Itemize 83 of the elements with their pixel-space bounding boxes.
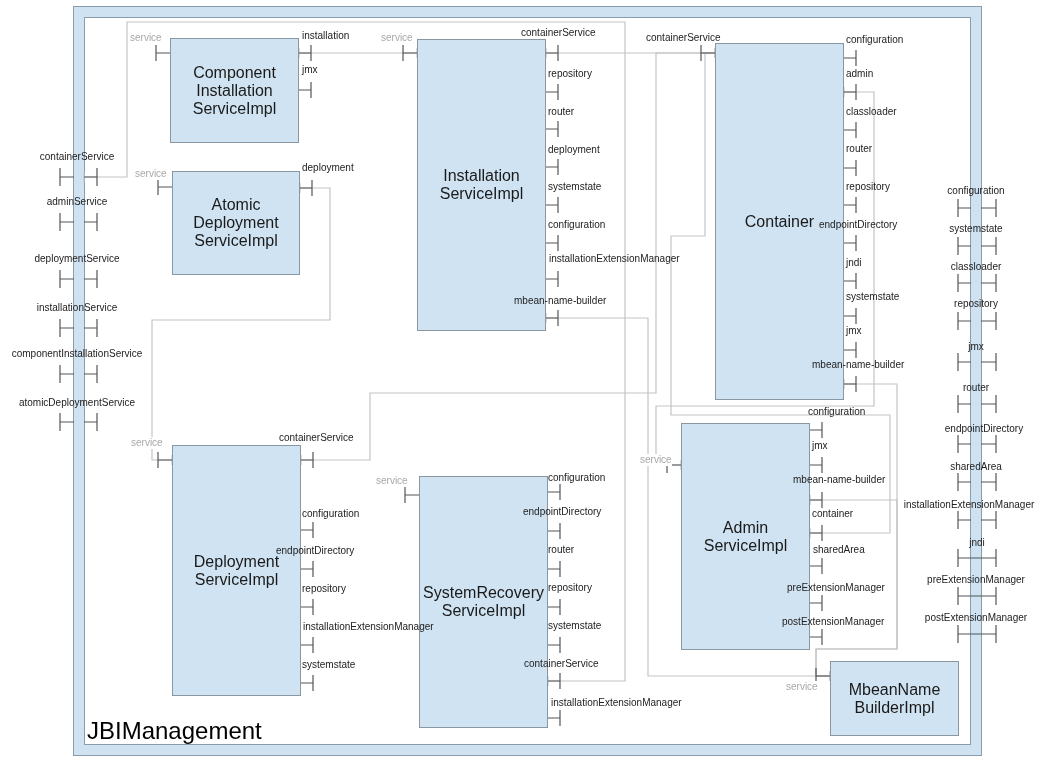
port-label: repository: [548, 68, 592, 80]
port-label: repository: [954, 298, 998, 310]
port-label: systemstate: [548, 181, 602, 193]
port-label: postExtensionManager: [924, 612, 1028, 624]
port-label: repository: [302, 583, 346, 595]
connector-line: [655, 86, 875, 471]
component-name: Component Installation ServiceImpl: [191, 63, 278, 118]
port-label: jmx: [812, 440, 828, 452]
connector-line: [670, 47, 891, 539]
port-label: jmx: [968, 341, 984, 353]
port-label: deploymentService: [34, 253, 120, 265]
port-label: preExtensionManager: [927, 574, 1025, 586]
port-label: container: [812, 508, 854, 520]
port-label: endpointDirectory: [276, 545, 355, 556]
port-label: preExtensionManager: [787, 582, 885, 594]
port-label: jmx: [302, 64, 318, 76]
port-label: service: [135, 168, 167, 180]
port-label: configuration: [548, 472, 606, 484]
port-label: deployment: [302, 162, 354, 174]
port-label: systemstate: [302, 659, 356, 671]
port-label: adminService: [46, 196, 108, 208]
port-label: service: [376, 475, 408, 487]
port-label: componentInstallationService: [11, 348, 143, 360]
port-label: sharedArea: [950, 461, 1002, 473]
port-label: repository: [846, 181, 890, 193]
port-label: service: [381, 32, 413, 44]
port-label: containerService: [279, 432, 354, 444]
component-name: SystemRecovery ServiceImpl: [422, 584, 545, 620]
port-label: endpointDirectory: [819, 219, 898, 231]
port-label: installationExtensionManager: [551, 697, 682, 709]
port-label: installationExtensionManager: [903, 499, 1035, 511]
port-label: sharedArea: [813, 544, 865, 556]
component-box: [170, 38, 299, 143]
port-label: installationExtensionManager: [303, 621, 434, 633]
port-label: router: [846, 143, 873, 155]
port-label: installationExtensionManager: [549, 253, 680, 265]
port-label: configuration: [548, 219, 606, 231]
port-label: configuration: [302, 508, 360, 520]
port-label: containerService: [524, 658, 599, 670]
component-name: MbeanName BuilderImpl: [847, 680, 942, 717]
port-label: containerService: [39, 151, 115, 163]
port-label: configuration: [808, 406, 866, 418]
port-label: classloader: [846, 106, 897, 118]
port-label: systemstate: [846, 291, 900, 303]
port-label: service: [786, 681, 818, 693]
port-label: service: [131, 437, 163, 449]
connector-line: [809, 494, 898, 682]
port-label: atomicDeploymentService: [18, 397, 136, 409]
component-name: Installation ServiceImpl: [438, 167, 525, 203]
port-label: jndi: [846, 257, 862, 269]
port-label: installationService: [36, 302, 118, 314]
component-name: Admin ServiceImpl: [702, 518, 789, 555]
port-label: systemstate: [548, 620, 602, 632]
component-name: Container: [743, 212, 816, 231]
port-label: repository: [548, 582, 592, 594]
component-box: [830, 661, 959, 736]
port-label: router: [548, 106, 575, 118]
component-name: Atomic Deployment ServiceImpl: [192, 196, 280, 250]
port-label: systemstate: [949, 223, 1003, 235]
port-label: configuration: [947, 185, 1005, 197]
component-box: [172, 171, 300, 275]
port-label: postExtensionManager: [782, 616, 885, 628]
port-label: containerService: [646, 32, 721, 44]
port-label: containerService: [521, 27, 596, 39]
port-label: mbean-name-builder: [793, 474, 886, 486]
port-label: endpointDirectory: [944, 423, 1024, 435]
port-label: jmx: [846, 325, 862, 337]
port-label: classloader: [950, 261, 1002, 273]
frame-title: JBIManagement: [87, 719, 262, 743]
connector-line: [151, 182, 331, 466]
port-label: service: [130, 32, 162, 44]
port-label: router: [548, 544, 575, 556]
connector-line: [83, 21, 626, 687]
port-label: installation: [302, 30, 350, 42]
port-label: endpointDirectory: [523, 506, 602, 518]
port-label: jndi: [969, 537, 985, 549]
port-label: mbean-name-builder: [812, 359, 905, 371]
port-label: router: [962, 382, 990, 394]
port-label: mbean-name-builder: [514, 295, 607, 307]
port-label: service: [640, 454, 672, 466]
port-label: admin: [846, 68, 874, 80]
port-label: deployment: [548, 144, 600, 156]
port-label: configuration: [846, 34, 904, 46]
